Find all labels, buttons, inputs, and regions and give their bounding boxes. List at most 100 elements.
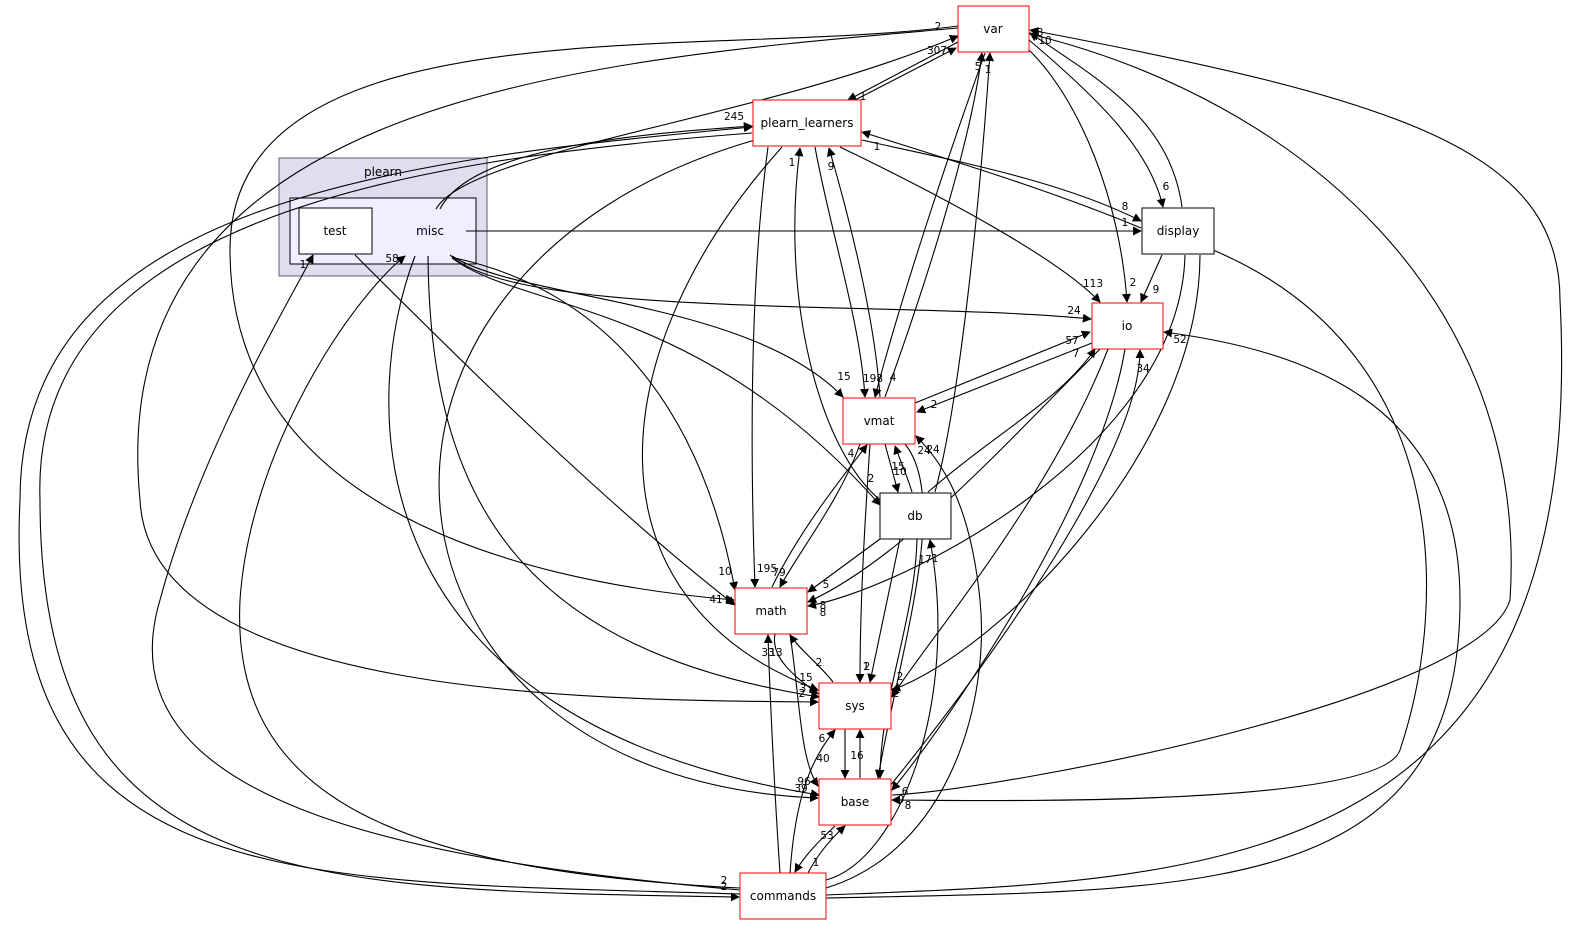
edge-label-db-to-plearn_learners: 1	[789, 157, 796, 169]
edge-label-vmat-to-base: 24	[917, 445, 931, 457]
edge-label-commands-to-sys: 6	[819, 733, 826, 745]
node-vmat[interactable]: vmat	[842, 397, 916, 445]
edge-vmat-to-plearn_learners	[826, 147, 881, 398]
edge-label-var-to-math: 41	[709, 594, 722, 606]
edges-layer	[18, 25, 1563, 902]
node-vmat-label: vmat	[864, 414, 895, 428]
edge-commands-to-var	[825, 27, 1563, 896]
edge-label-vmat-to-plearn_learners: 9	[828, 161, 835, 173]
edge-label-io-to-vmat: 2	[931, 399, 938, 411]
edge-label-commands-to-math: 13	[769, 647, 782, 659]
edge-plearn_learners-to-io	[839, 146, 1101, 303]
edge-sys-to-math	[789, 634, 834, 683]
edge-db-to-sys	[867, 538, 901, 683]
edge-label-commands-to-io: 52	[1173, 334, 1186, 346]
node-test[interactable]: test	[298, 207, 373, 255]
edge-label-io-to-math: 8	[820, 600, 827, 612]
node-var-label: var	[983, 22, 1002, 36]
edge-label-db-to-io: 7	[1073, 348, 1080, 360]
node-io[interactable]: io	[1091, 302, 1164, 350]
edge-label-var-to-io: 2	[1130, 277, 1137, 289]
edge-label-var-to-plearn_learners: 1	[860, 91, 867, 103]
node-sys[interactable]: sys	[818, 682, 892, 730]
edge-var-to-io	[1028, 49, 1131, 303]
edge-base-to-io	[889, 349, 1145, 787]
edge-label-misc-to-sys: 3	[800, 683, 807, 695]
edge-misc-to-base	[388, 255, 820, 799]
edge-label-base-to-sys: 16	[850, 750, 864, 762]
edge-db-to-plearn_learners	[794, 147, 881, 501]
edge-label-misc-to-plearn_learners: 245	[724, 111, 744, 123]
edge-var-to-plearn_learners	[847, 41, 959, 101]
edge-db-to-math	[807, 538, 881, 593]
edge-misc-to-plearn_learners	[439, 122, 753, 210]
edge-misc-to-io	[449, 254, 1092, 323]
edge-base-to-commands	[794, 825, 836, 873]
edge-label-display-to-base: 9	[898, 794, 905, 806]
edge-commands-to-vmat	[825, 435, 983, 889]
edge-io-to-vmat	[916, 342, 1093, 414]
edge-label-var-to-vmat: 4	[890, 372, 897, 384]
edge-io-to-base	[891, 348, 1126, 791]
edge-label-base-to-io: 34	[1136, 363, 1150, 375]
edge-label-commands-to-test: 1	[300, 259, 307, 271]
edge-label-vmat-to-db: 15	[891, 461, 904, 473]
edge-label-misc-to-db: 2	[868, 473, 875, 485]
edge-plearn_learners-to-var	[854, 47, 957, 101]
node-math[interactable]: math	[734, 587, 808, 635]
edge-label-vmat-to-var: 5	[975, 61, 982, 73]
edge-misc-to-vmat	[451, 255, 844, 398]
edge-io-to-sys	[891, 348, 1109, 698]
edge-label-misc-to-display: 1	[1122, 217, 1129, 229]
edge-commands-to-test	[151, 254, 741, 891]
node-db-label: db	[907, 509, 922, 523]
edge-label-db-to-vmat: 10	[893, 466, 906, 478]
node-misc-label: misc	[416, 224, 444, 238]
node-plearn-learners[interactable]: plearn_learners	[752, 99, 862, 147]
node-misc[interactable]: misc	[393, 208, 467, 254]
edge-display-to-plearn_learners	[861, 130, 1142, 229]
edge-label-commands-to-var: 8	[905, 800, 912, 812]
node-var[interactable]: var	[957, 5, 1030, 53]
edge-label-display-to-var: 10	[1038, 35, 1051, 47]
edge-label-sys-to-math: 2	[816, 657, 823, 669]
edge-var-to-display	[1028, 39, 1166, 208]
edge-label-plearn_learners-to-io: 113	[1083, 278, 1103, 290]
edge-display-to-var	[1029, 32, 1183, 208]
edge-math-to-vmat	[771, 444, 868, 588]
edge-vmat-to-var	[884, 52, 986, 398]
edge-label-misc-to-var: 2	[935, 21, 942, 33]
node-commands[interactable]: commands	[739, 872, 827, 920]
edge-label-plearn_learners-to-display: 8	[1122, 201, 1129, 213]
edge-misc-to-math	[454, 257, 738, 591]
edge-vmat-to-db	[884, 443, 901, 493]
node-db[interactable]: db	[879, 492, 952, 540]
edge-var-to-vmat	[872, 52, 986, 398]
node-base[interactable]: base	[818, 778, 892, 826]
edge-misc-to-var	[435, 35, 959, 210]
edge-label-vmat-to-io: 57	[1065, 335, 1078, 347]
edge-label-db-to-sys: 1	[863, 661, 870, 673]
edge-db-to-var	[934, 52, 994, 493]
edge-label-display-to-sys: 2	[897, 671, 904, 683]
edge-label-plearn_learners-to-sys: 33	[761, 647, 774, 659]
edge-misc-to-db	[451, 257, 881, 506]
edge-label-commands-to-db: 1	[932, 553, 939, 565]
edge-commands-to-math	[763, 634, 781, 874]
edge-label-display-to-plearn_learners: 1	[874, 141, 881, 153]
edge-label-var-to-display: 6	[1163, 181, 1170, 193]
edge-label-commands-to-vmat: 24	[926, 444, 940, 456]
edge-plearn_learners-to-display	[861, 139, 1142, 222]
edge-label-plearn_learners-to-vmat: 198	[863, 373, 883, 385]
edge-plearn_learners-to-sys	[641, 146, 819, 692]
edge-label-math-to-sys: 15	[799, 672, 812, 684]
edge-db-to-base	[875, 538, 918, 779]
edge-label-display-to-io: 9	[1153, 284, 1160, 296]
edge-label-vmat-to-sys: 2	[864, 661, 871, 673]
edge-label-misc-to-io: 24	[1067, 305, 1081, 317]
edge-display-to-sys	[891, 254, 1201, 692]
edge-base-to-var	[891, 31, 1512, 796]
node-display[interactable]: display	[1141, 207, 1215, 255]
edge-plearn_learners-to-vmat	[814, 146, 869, 398]
